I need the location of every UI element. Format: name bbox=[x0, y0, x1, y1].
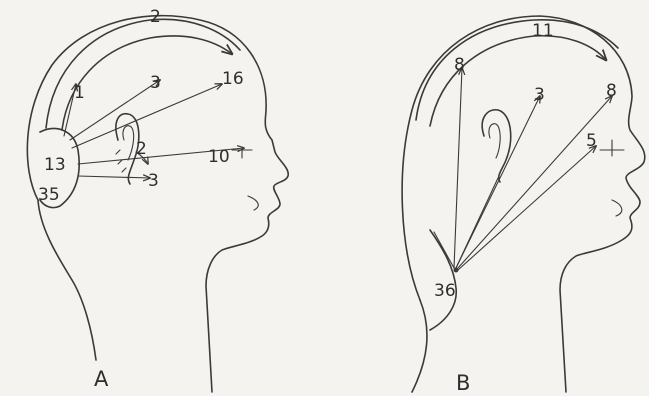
panel-a-ear-dashes bbox=[116, 150, 126, 172]
panel-b-eye bbox=[600, 140, 624, 156]
panel-a-label-13: 13 bbox=[44, 155, 66, 175]
panel-a-eye bbox=[232, 150, 252, 158]
panel-b-ear bbox=[482, 110, 510, 182]
panel-a-title: A bbox=[94, 367, 109, 391]
panel-a-label-35: 35 bbox=[38, 185, 60, 205]
panel-b-label-5: 5 bbox=[586, 131, 597, 151]
panel-b-label-8-right: 8 bbox=[606, 81, 617, 101]
panel-b-head-outline bbox=[402, 16, 645, 392]
panel-b-label-11: 11 bbox=[532, 21, 554, 41]
panel-b-arrow-5 bbox=[458, 146, 596, 270]
panel-b-label-3: 3 bbox=[534, 85, 545, 105]
panel-a-ear-inner bbox=[123, 126, 134, 160]
panel-a-label-2-ear: 2 bbox=[136, 139, 147, 159]
panel-b-origin-point bbox=[454, 268, 459, 273]
panel-b-label-36: 36 bbox=[434, 281, 456, 301]
panel-b-label-8-left: 8 bbox=[454, 55, 465, 75]
panel-a-label-10: 10 bbox=[208, 147, 230, 167]
panel-a-label-16: 16 bbox=[222, 69, 244, 89]
panel-b-ear-inner bbox=[489, 124, 500, 158]
panel-b-ray-ear bbox=[456, 178, 498, 268]
panel-b-crown-arc-inner bbox=[430, 36, 606, 126]
panel-b-title: B bbox=[456, 371, 470, 395]
panel-a-label-2-top: 2 bbox=[150, 7, 161, 27]
panel-a-neck-back bbox=[38, 200, 96, 360]
panel-a-mouth bbox=[248, 196, 258, 210]
panel-a-crown-arc-outer bbox=[46, 19, 240, 128]
panel-a-label-3-upper: 3 bbox=[150, 73, 161, 93]
panel-b-arrow-8-right bbox=[458, 96, 612, 268]
panel-b-arrow-8-left bbox=[454, 68, 462, 268]
panel-a-arrow-3-lower bbox=[78, 176, 150, 178]
panel-a-label-1: 1 bbox=[74, 83, 85, 103]
panel-a-arrow-16 bbox=[72, 84, 222, 148]
panel-b-mouth bbox=[612, 200, 622, 216]
panel-b-occipital-curve bbox=[430, 230, 456, 330]
panel-a-label-3-lower: 3 bbox=[148, 171, 159, 191]
panel-b-head bbox=[402, 16, 645, 392]
panel-b-neck-back bbox=[412, 300, 427, 392]
panel-b-crown-arc-outer bbox=[416, 20, 618, 120]
panel-b-ray-back bbox=[434, 232, 454, 268]
